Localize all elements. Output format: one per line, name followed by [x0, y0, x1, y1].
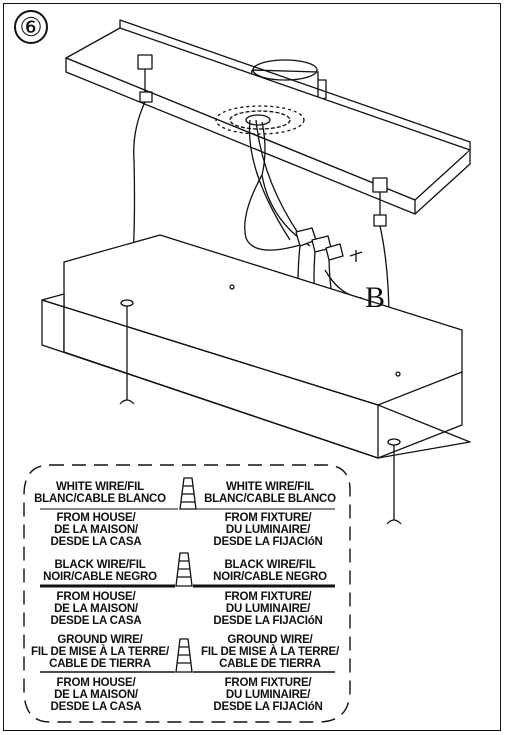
- bracket-center-holes: [215, 105, 305, 135]
- ground-wire-nut-icon: [175, 638, 193, 673]
- ground-wire-right-label: GROUND WIRE/ FIL DE MISE À LA TERRE/ CAB…: [201, 634, 339, 670]
- black-from-fixture-label: FROM FIXTURE/ DU LUMINAIRE/ DESDE LA FIJ…: [213, 591, 323, 627]
- white-wire-right-label: WHITE WIRE/FIL BLANC/CABLE BLANCO: [204, 481, 336, 505]
- supply-wires: [244, 119, 311, 251]
- white-from-house-label: FROM HOUSE/ DE LA MAISON/ DESDE LA CASA: [50, 512, 142, 548]
- wire-nuts: [295, 227, 363, 262]
- step-number: ⑥: [14, 10, 48, 44]
- black-wire-nut-icon: [175, 552, 193, 587]
- ground-wire-left-label: GROUND WIRE/ FIL DE MISE À LA TERRE/ CAB…: [31, 634, 169, 670]
- white-from-fixture-label: FROM FIXTURE/ DU LUMINAIRE/ DESDE LA FIJ…: [213, 512, 323, 548]
- callout-label-b: B: [365, 281, 386, 314]
- black-wire-right-label: BLACK WIRE/FIL NOIR/CABLE NEGRO: [213, 559, 327, 583]
- ground-from-house-label: FROM HOUSE/ DE LA MAISON/ DESDE LA CASA: [50, 677, 142, 713]
- left-screw: [119, 299, 135, 405]
- fixture-pan: [41, 234, 471, 459]
- ground-from-fixture-label: FROM FIXTURE/ DU LUMINAIRE/ DESDE LA FIJ…: [213, 677, 323, 713]
- white-wire-nut-icon: [179, 477, 197, 510]
- right-screw: [386, 438, 402, 525]
- mounting-bracket: [65, 19, 471, 215]
- white-wire-left-label: WHITE WIRE/FIL BLANC/CABLE BLANCO: [34, 481, 166, 505]
- wiring-inset-border: [23, 464, 351, 723]
- black-from-house-label: FROM HOUSE/ DE LA MAISON/ DESDE LA CASA: [50, 591, 142, 627]
- page-frame: [3, 3, 501, 731]
- black-wire-left-label: BLACK WIRE/FIL NOIR/CABLE NEGRO: [43, 559, 157, 583]
